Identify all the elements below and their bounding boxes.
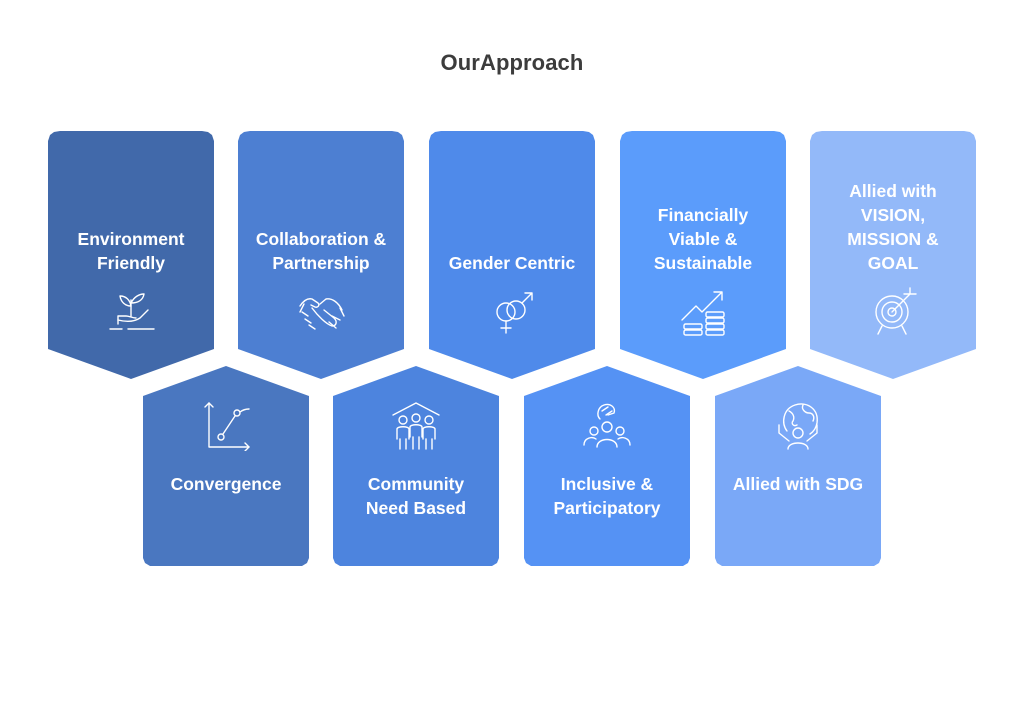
- growth-coins-icon: [678, 286, 728, 336]
- plant-hand-icon: [106, 286, 156, 336]
- approach-tile-community-need-based: Community Need Based: [333, 366, 499, 566]
- people-group-icon: [582, 401, 632, 451]
- handshake-icon: [296, 286, 346, 336]
- approach-tile-inclusive-participatory: Inclusive & Participatory: [524, 366, 690, 566]
- approach-tile-environment-friendly: Environment Friendly: [48, 131, 214, 379]
- approach-tile-gender-centric: Gender Centric: [429, 131, 595, 379]
- tile-label: Environment Friendly: [77, 229, 185, 273]
- tile-label: Financially Viable & Sustainable: [653, 205, 753, 273]
- tile-label: Allied with VISION, MISSION & GOAL: [847, 181, 939, 273]
- tile-label: Collaboration & Partnership: [255, 229, 387, 273]
- gender-symbols-icon: [487, 286, 537, 336]
- tile-label: Community Need Based: [365, 474, 467, 518]
- tile-label: Convergence: [170, 474, 282, 494]
- approach-tile-financially-viable: Financially Viable & Sustainable: [620, 131, 786, 379]
- community-house-icon: [391, 401, 441, 451]
- globe-person-icon: [773, 401, 823, 451]
- approach-tile-collaboration-partnership: Collaboration & Partnership: [238, 131, 404, 379]
- line-graph-icon: [201, 401, 251, 451]
- approach-tile-convergence: Convergence: [143, 366, 309, 566]
- tile-label: Gender Centric: [448, 253, 576, 273]
- target-arrow-icon: [868, 286, 918, 336]
- approach-tile-allied-vision-mission-goal: Allied with VISION, MISSION & GOAL: [810, 131, 976, 379]
- tile-label: Allied with SDG: [732, 474, 864, 494]
- diagram-title: OurApproach: [440, 50, 584, 75]
- approach-tile-allied-sdg: Allied with SDG: [715, 366, 881, 566]
- tile-label: Inclusive & Participatory: [553, 474, 661, 518]
